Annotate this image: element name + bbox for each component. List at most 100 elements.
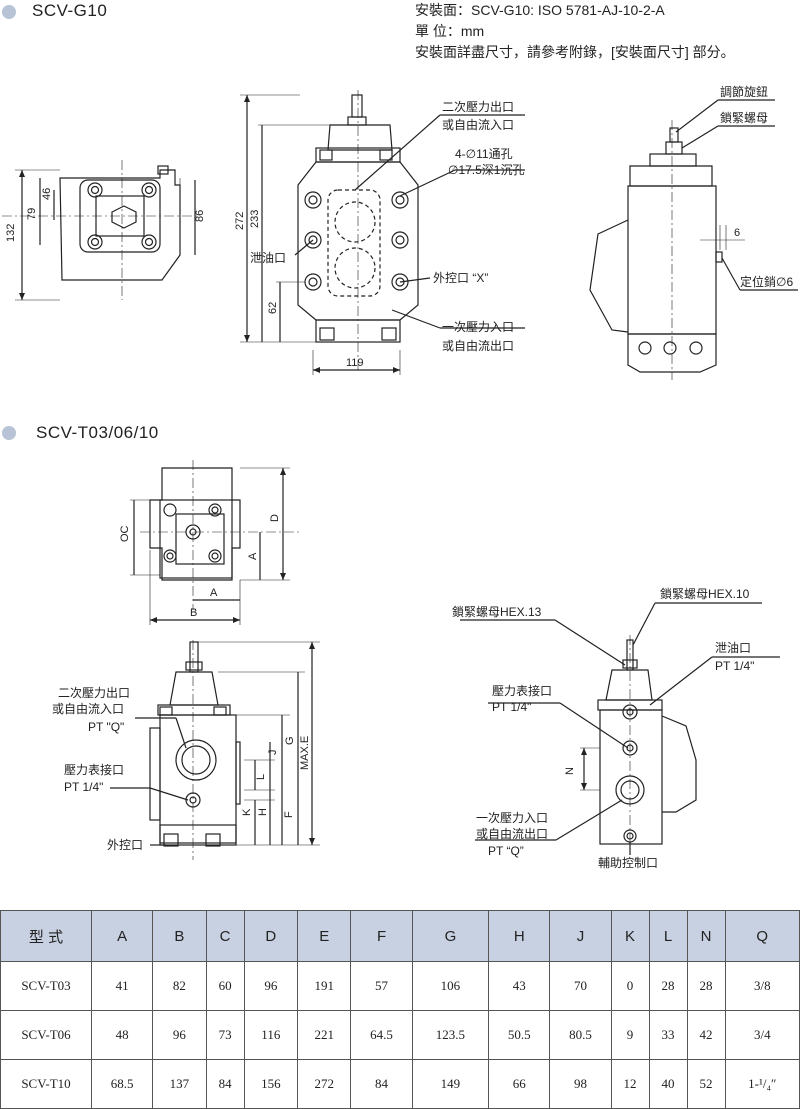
table-cell: 272 bbox=[297, 1059, 352, 1109]
dim-272: 272 bbox=[234, 212, 246, 230]
dimension-table: 型 式 A B C D E F G H J K L N Q SCV-T03 41… bbox=[0, 910, 800, 1109]
table-cell: 116 bbox=[243, 1010, 299, 1060]
label-secondary-out-1: 二次壓力出口 bbox=[442, 100, 514, 114]
label-primary-in-1: 一次壓力入口 bbox=[442, 320, 514, 334]
table-cell: SCV-T10 bbox=[0, 1059, 92, 1109]
label-ext-pilot: 外控口 “X” bbox=[433, 271, 488, 285]
g10-top-view bbox=[2, 160, 200, 301]
section-bullet bbox=[2, 426, 16, 440]
table-cell: 82 bbox=[152, 961, 207, 1011]
dim-g: G bbox=[284, 736, 296, 745]
table-cell: 96 bbox=[152, 1010, 207, 1060]
table-cell: 84 bbox=[205, 1059, 245, 1109]
label-t-pt-14-2: PT 1/4" bbox=[492, 700, 531, 714]
label-primary-in-2: 或自由流出口 bbox=[442, 339, 514, 353]
dim-k: K bbox=[241, 808, 253, 816]
dim-46: 46 bbox=[41, 188, 53, 200]
table-cell: 43 bbox=[488, 961, 551, 1011]
table-cell: 3/8 bbox=[724, 961, 800, 1011]
dim-a: A bbox=[210, 587, 218, 599]
table-cell: 57 bbox=[350, 961, 413, 1011]
table-cell: 156 bbox=[243, 1059, 299, 1109]
label-t-primary-in-2: 或自由流出口 bbox=[476, 827, 548, 841]
table-cell: 70 bbox=[549, 961, 612, 1011]
label-t-lock-nut-10: 鎖緊螺母HEX.10 bbox=[660, 586, 750, 601]
label-lock-nut: 鎖緊螺母 bbox=[720, 110, 768, 125]
table-cell: SCV-T06 bbox=[0, 1010, 92, 1060]
table-header: A bbox=[90, 910, 154, 962]
table-cell: 64.5 bbox=[350, 1010, 413, 1060]
label-t-ext-pilot: 外控口 bbox=[107, 838, 143, 852]
table-header: C bbox=[205, 910, 245, 962]
table-header: E bbox=[297, 910, 352, 962]
dim-86: 86 bbox=[194, 210, 206, 222]
dim-62: 62 bbox=[267, 302, 279, 314]
spec-unit: 單 位：mm bbox=[415, 23, 485, 39]
table-header: B bbox=[152, 910, 207, 962]
table-header: Q bbox=[724, 910, 800, 962]
table-cell: 66 bbox=[488, 1059, 551, 1109]
g10-front-view bbox=[240, 90, 525, 375]
label-secondary-out-2: 或自由流入口 bbox=[442, 118, 514, 132]
label-t-secondary-out-2: 或自由流入口 bbox=[52, 702, 124, 716]
table-header-row: 型 式 A B C D E F G H J K L N Q bbox=[0, 910, 800, 962]
label-t-gauge-port-2: 壓力表接口 bbox=[492, 683, 552, 698]
table-cell: 80.5 bbox=[549, 1010, 612, 1060]
table-header: N bbox=[686, 910, 726, 962]
dim-j: J bbox=[267, 750, 279, 756]
table-cell: 28 bbox=[686, 961, 726, 1011]
table-row: SCV-T10 68.5 137 84 156 272 84 149 66 98… bbox=[0, 1059, 800, 1109]
g10-side-view bbox=[589, 99, 798, 380]
table-cell: 48 bbox=[90, 1010, 154, 1060]
label-t-pt-q-1: PT "Q" bbox=[88, 720, 124, 734]
table-header: F bbox=[350, 910, 413, 962]
table-cell: 191 bbox=[297, 961, 352, 1011]
spec-mounting: 安裝面：SCV-G10: ISO 5781-AJ-10-2-A bbox=[415, 2, 665, 18]
table-header: L bbox=[648, 910, 688, 962]
table-cell: 221 bbox=[297, 1010, 352, 1060]
table-row: SCV-T06 48 96 73 116 221 64.5 123.5 50.5… bbox=[0, 1010, 800, 1060]
table-cell: 68.5 bbox=[90, 1059, 154, 1109]
label-t-drain: 泄油口 bbox=[715, 641, 751, 655]
table-cell: 9 bbox=[610, 1010, 650, 1060]
dim-l: L bbox=[255, 774, 267, 780]
label-adjust-knob: 調節旋鈕 bbox=[720, 84, 768, 99]
table-header: K bbox=[610, 910, 650, 962]
label-t-primary-in-1: 一次壓力入口 bbox=[476, 811, 548, 825]
dim-n: N bbox=[564, 767, 576, 775]
dim-d: D bbox=[269, 514, 281, 522]
dim-oc: OC bbox=[119, 525, 131, 542]
table-header: H bbox=[488, 910, 551, 962]
label-t-pt-14-drain: PT 1/4" bbox=[715, 659, 754, 673]
table-cell: 0 bbox=[610, 961, 650, 1011]
label-drain: 泄油口 bbox=[250, 251, 286, 265]
table-header: 型 式 bbox=[0, 910, 92, 962]
dim-119: 119 bbox=[346, 357, 364, 369]
table-row: SCV-T03 41 82 60 96 191 57 106 43 70 0 2… bbox=[0, 961, 800, 1011]
dim-b: B bbox=[190, 607, 197, 619]
table-cell: 106 bbox=[411, 961, 490, 1011]
table-header: G bbox=[411, 910, 490, 962]
label-t-pt-q-2: PT “Q” bbox=[488, 844, 524, 858]
table-cell: 73 bbox=[205, 1010, 245, 1060]
dim-6: 6 bbox=[734, 227, 740, 239]
label-holes-2: ∅17.5深1沉孔 bbox=[448, 163, 524, 177]
table-cell: 96 bbox=[243, 961, 299, 1011]
dim-max-e: MAX.E bbox=[299, 736, 311, 770]
section-title-scv-t: SCV-T03/06/10 bbox=[36, 423, 159, 442]
table-cell: 33 bbox=[648, 1010, 688, 1060]
table-cell: 98 bbox=[549, 1059, 612, 1109]
section-bullet bbox=[2, 5, 16, 19]
dim-233: 233 bbox=[249, 210, 261, 228]
table-cell: 3/4 bbox=[724, 1010, 800, 1060]
table-header: J bbox=[549, 910, 612, 962]
spec-note: 安裝面詳盡尺寸，請參考附錄，[安裝面尺寸] 部分。 bbox=[415, 44, 735, 60]
dim-a-vert: A bbox=[247, 552, 259, 560]
label-t-secondary-out-1: 二次壓力出口 bbox=[58, 686, 130, 700]
table-cell: 50.5 bbox=[488, 1010, 551, 1060]
dim-h: H bbox=[257, 808, 269, 816]
table-cell: 60 bbox=[205, 961, 245, 1011]
dim-132: 132 bbox=[5, 224, 17, 242]
section-title-scv-g10: SCV-G10 bbox=[32, 1, 108, 20]
label-locating-pin: 定位銷∅6 bbox=[740, 274, 793, 289]
